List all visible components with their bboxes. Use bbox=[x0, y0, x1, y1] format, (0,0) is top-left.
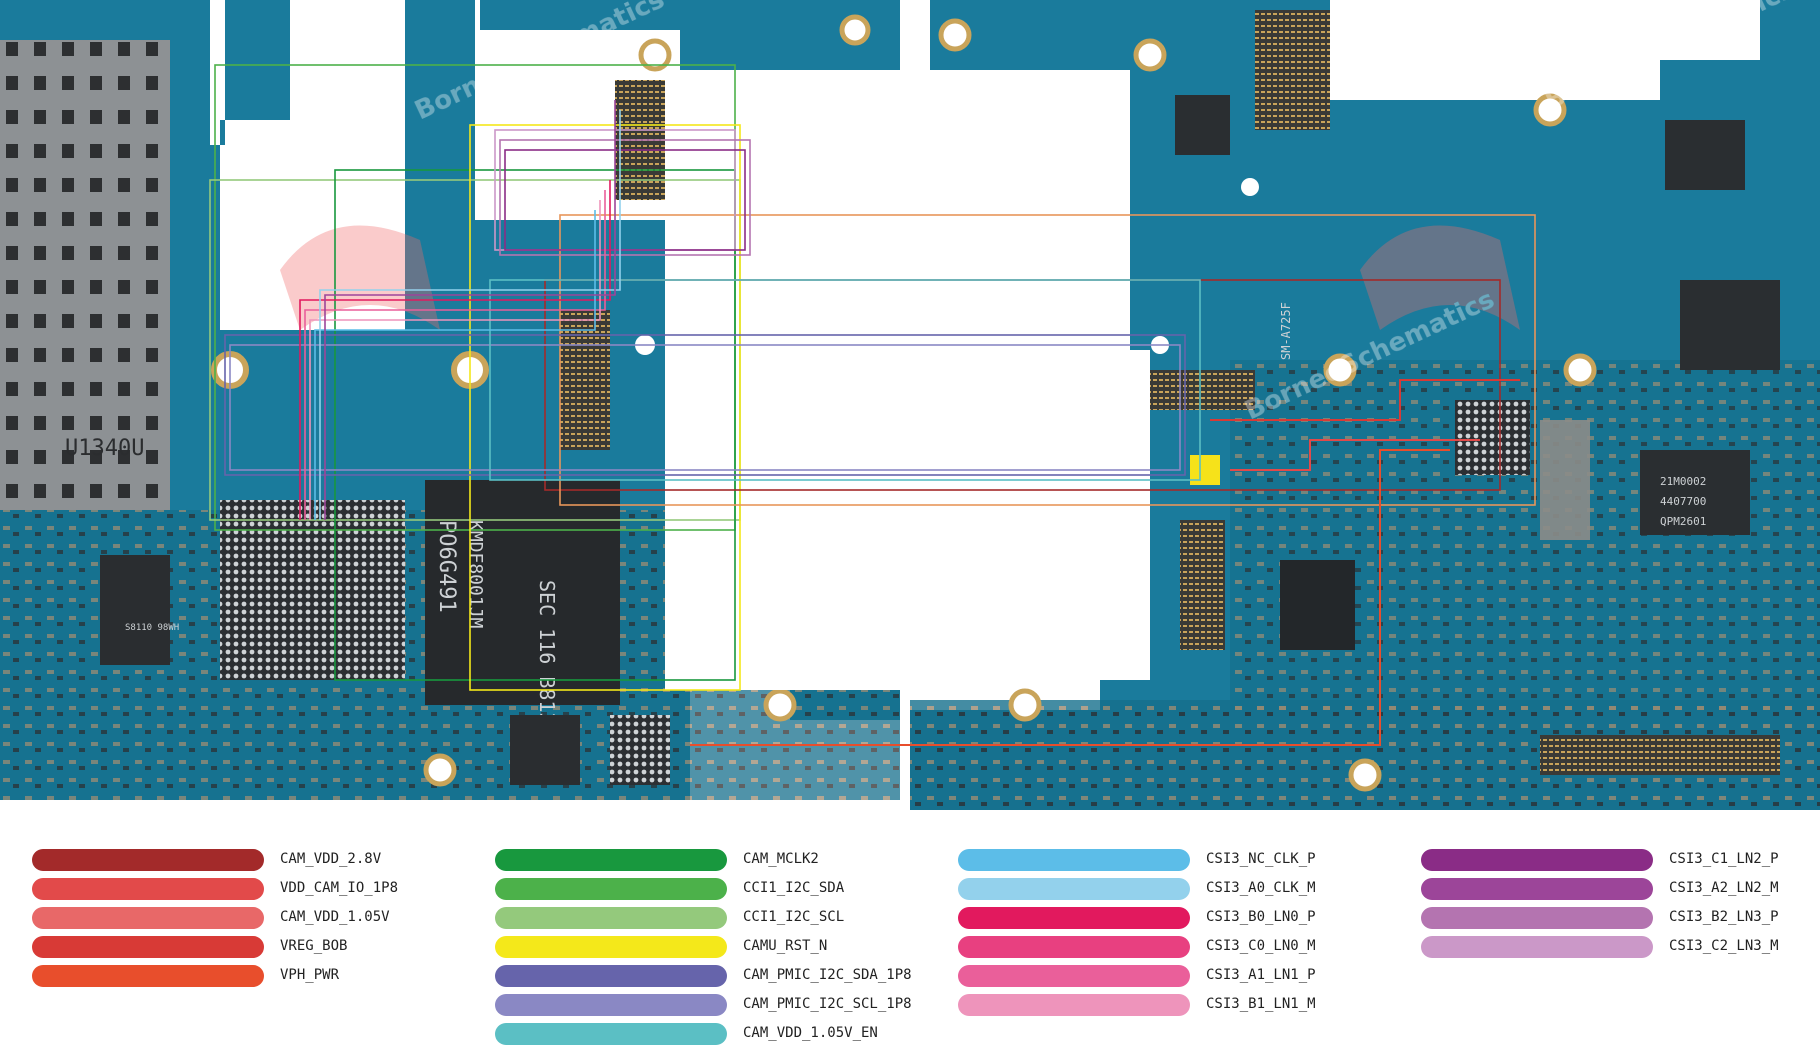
right-top-connector bbox=[1255, 10, 1330, 130]
signal-traces bbox=[209, 64, 1536, 746]
pcb-board-view: U1340U PO6G491 KMDF8001JM SEC 116 B813 S… bbox=[0, 0, 1820, 810]
legend-label: VDD_CAM_IO_1P8 bbox=[280, 880, 399, 896]
legend-swatch bbox=[958, 907, 1190, 929]
legend-label: CAM_PMIC_I2C_SCL_1P8 bbox=[743, 996, 912, 1012]
legend-swatch bbox=[1421, 936, 1653, 958]
legend-label: CSI3_B0_LN0_P bbox=[1206, 909, 1316, 925]
net-legend: CAM_VDD_2.8V VDD_CAM_IO_1P8 CAM_VDD_1.05… bbox=[0, 835, 1820, 1050]
pmic-bga bbox=[1455, 400, 1530, 475]
rf-ic-mark-3: QPM2601 bbox=[1660, 515, 1706, 528]
legend-swatch bbox=[958, 849, 1190, 871]
left-connector bbox=[560, 310, 610, 450]
legend-label: CSI3_A1_LN1_P bbox=[1206, 967, 1316, 983]
trace-pmic-scl bbox=[229, 344, 1181, 471]
legend-swatch bbox=[495, 994, 727, 1016]
trace-vdd-en bbox=[489, 279, 1201, 481]
board-cutout bbox=[665, 70, 1115, 690]
legend-swatch bbox=[495, 878, 727, 900]
legend-swatch bbox=[1421, 849, 1653, 871]
trace-mclk bbox=[334, 169, 736, 681]
legend-label: CSI3_C2_LN3_M bbox=[1669, 938, 1779, 954]
legend-swatch bbox=[958, 878, 1190, 900]
legend-label: CSI3_C0_LN0_M bbox=[1206, 938, 1316, 954]
bottom-flex-connector bbox=[1540, 735, 1780, 775]
right-side-connector bbox=[1180, 520, 1225, 650]
rf-ic bbox=[1640, 450, 1750, 535]
legend-swatch bbox=[495, 936, 727, 958]
sim-card-tray bbox=[0, 40, 170, 510]
small-bga bbox=[610, 715, 670, 785]
legend-label: CSI3_NC_CLK_P bbox=[1206, 851, 1316, 867]
legend-swatch bbox=[958, 936, 1190, 958]
memory-chip bbox=[425, 480, 620, 705]
right-board: 21M0002 4407700 QPM2601 SM-A725F bbox=[910, 0, 1820, 810]
legend-label: CAM_VDD_1.05V bbox=[280, 909, 390, 925]
legend-swatch bbox=[32, 965, 264, 987]
chip-mark-2: KMDF8001JM bbox=[465, 520, 486, 629]
soc-bga-footprint bbox=[220, 500, 405, 680]
legend-swatch bbox=[495, 965, 727, 987]
right-mid-connector bbox=[1150, 370, 1255, 410]
trace-csi-c1 bbox=[504, 149, 746, 251]
legend-label: CSI3_A2_LN2_M bbox=[1669, 880, 1779, 896]
legend-label: VREG_BOB bbox=[280, 938, 348, 954]
small-ic bbox=[100, 555, 170, 665]
legend-label: CAM_MCLK2 bbox=[743, 851, 819, 867]
chip-mark-3: SEC 116 B813 bbox=[535, 580, 559, 725]
trace-pmic-sda bbox=[224, 334, 1186, 476]
legend-swatch bbox=[495, 907, 727, 929]
sim-label: U1340U bbox=[65, 436, 144, 461]
legend-swatch bbox=[32, 849, 264, 871]
legend-label: VPH_PWR bbox=[280, 967, 340, 983]
legend-swatch bbox=[32, 907, 264, 929]
legend-swatch bbox=[495, 1023, 727, 1045]
legend-swatch bbox=[32, 936, 264, 958]
legend-label: CSI3_A0_CLK_M bbox=[1206, 880, 1316, 896]
legend-label: CCI1_I2C_SDA bbox=[743, 880, 845, 896]
legend-swatch bbox=[1421, 907, 1653, 929]
legend-swatch bbox=[1421, 878, 1653, 900]
rf-ic-mark-1: 21M0002 bbox=[1660, 475, 1706, 488]
board-id: SM-A725F bbox=[1279, 302, 1293, 360]
legend-label: CAM_VDD_2.8V bbox=[280, 851, 382, 867]
chip-mark-1: PO6G491 bbox=[434, 520, 459, 613]
rf-ic-mark-2: 4407700 bbox=[1660, 495, 1706, 508]
legend-swatch bbox=[495, 849, 727, 871]
trace-orange bbox=[559, 214, 1536, 506]
legend-label: CSI3_B1_LN1_M bbox=[1206, 996, 1316, 1012]
legend-label: CSI3_C1_LN2_P bbox=[1669, 851, 1779, 867]
trace-csi-b2 bbox=[499, 139, 751, 256]
legend-swatch bbox=[958, 965, 1190, 987]
legend-label: CAMU_RST_N bbox=[743, 938, 828, 954]
legend-label: CCI1_I2C_SCL bbox=[743, 909, 845, 925]
legend-label: CSI3_B2_LN3_P bbox=[1669, 909, 1779, 925]
legend-label: CAM_VDD_1.05V_EN bbox=[743, 1025, 878, 1041]
trace-rst bbox=[469, 124, 741, 691]
legend-swatch bbox=[32, 878, 264, 900]
small-ic-mark: S8110 98WH bbox=[125, 623, 179, 633]
legend-swatch bbox=[958, 994, 1190, 1016]
legend-label: CAM_PMIC_I2C_SDA_1P8 bbox=[743, 967, 912, 983]
